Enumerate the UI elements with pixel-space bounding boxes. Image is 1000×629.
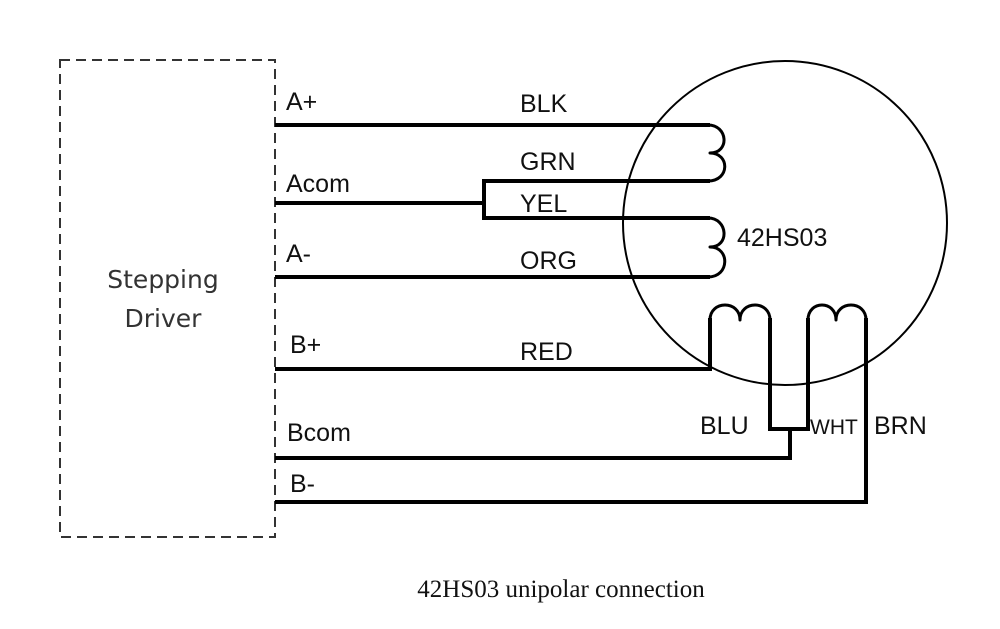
- wire-wht: [788, 318, 810, 431]
- wire-label-wht: WHT: [810, 416, 858, 439]
- coil-b2: [806, 303, 868, 322]
- terminal-a-minus: A-: [286, 240, 311, 268]
- wire-label-red: RED: [520, 338, 573, 366]
- driver-label-line1: Stepping: [107, 265, 218, 294]
- terminal-b-com: Bcom: [287, 419, 351, 447]
- wire-label-blk: BLK: [520, 90, 568, 118]
- wire-label-brn: BRN: [874, 412, 927, 440]
- wire-brn: [275, 318, 868, 504]
- coil-a1: [707, 123, 727, 183]
- motor-model-label: 42HS03: [737, 224, 827, 252]
- terminal-a-com: Acom: [286, 170, 350, 198]
- driver-label-line2: Driver: [125, 304, 203, 333]
- wire-label-org: ORG: [520, 247, 577, 275]
- wire-label-grn: GRN: [520, 148, 576, 176]
- wire-label-blu: BLU: [700, 412, 749, 440]
- terminal-b-minus: B-: [290, 470, 315, 498]
- diagram-caption: 42HS03 unipolar connection: [417, 576, 705, 603]
- driver-box: [59, 59, 276, 538]
- terminal-b-plus: B+: [290, 331, 321, 359]
- wire-red: [275, 318, 712, 371]
- coil-a2: [707, 216, 727, 279]
- coil-b1: [708, 303, 772, 322]
- terminal-a-plus: A+: [286, 88, 317, 116]
- wire-b-com: [275, 427, 792, 460]
- wire-label-yel: YEL: [520, 190, 567, 218]
- motor-circle: [622, 60, 948, 386]
- wire-blu: [768, 318, 792, 431]
